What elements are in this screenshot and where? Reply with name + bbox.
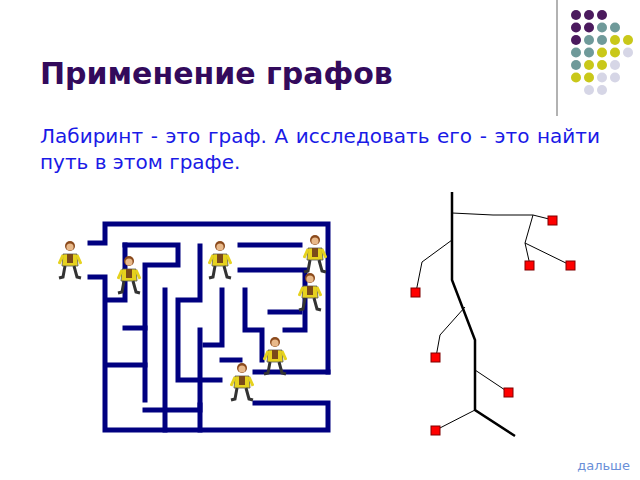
dot xyxy=(571,23,581,33)
dot xyxy=(584,23,594,33)
dot xyxy=(571,48,581,58)
dot xyxy=(584,48,594,58)
dot xyxy=(571,60,581,70)
dot xyxy=(584,10,594,20)
dot xyxy=(571,73,581,83)
dot xyxy=(597,10,607,20)
dot xyxy=(597,85,607,95)
walker xyxy=(59,241,81,278)
walker xyxy=(264,337,286,374)
dot xyxy=(571,35,581,45)
dot xyxy=(610,23,620,33)
dot xyxy=(584,73,594,83)
dot xyxy=(597,35,607,45)
dot xyxy=(610,73,620,83)
slide-title: Применение графов xyxy=(40,56,540,92)
dot-grid xyxy=(571,10,633,95)
walker xyxy=(304,235,326,272)
dot xyxy=(597,60,607,70)
dot xyxy=(610,60,620,70)
body-text: Лабиринт - это граф. А исследовать его -… xyxy=(40,123,600,175)
rule xyxy=(556,0,558,116)
dot xyxy=(597,73,607,83)
walker xyxy=(299,273,321,310)
walker xyxy=(231,363,253,400)
dot xyxy=(597,23,607,33)
leaf-squares xyxy=(411,216,575,435)
dot xyxy=(610,48,620,58)
walker xyxy=(209,241,231,278)
walker xyxy=(118,256,140,293)
dot xyxy=(597,48,607,58)
dot xyxy=(623,48,633,58)
dot xyxy=(584,85,594,95)
maze xyxy=(90,224,328,430)
dot xyxy=(584,60,594,70)
dot xyxy=(584,35,594,45)
dot xyxy=(571,10,581,20)
next-link: дальше xyxy=(540,458,630,474)
dot xyxy=(610,35,620,45)
dot xyxy=(623,35,633,45)
tree-graph xyxy=(416,192,570,436)
